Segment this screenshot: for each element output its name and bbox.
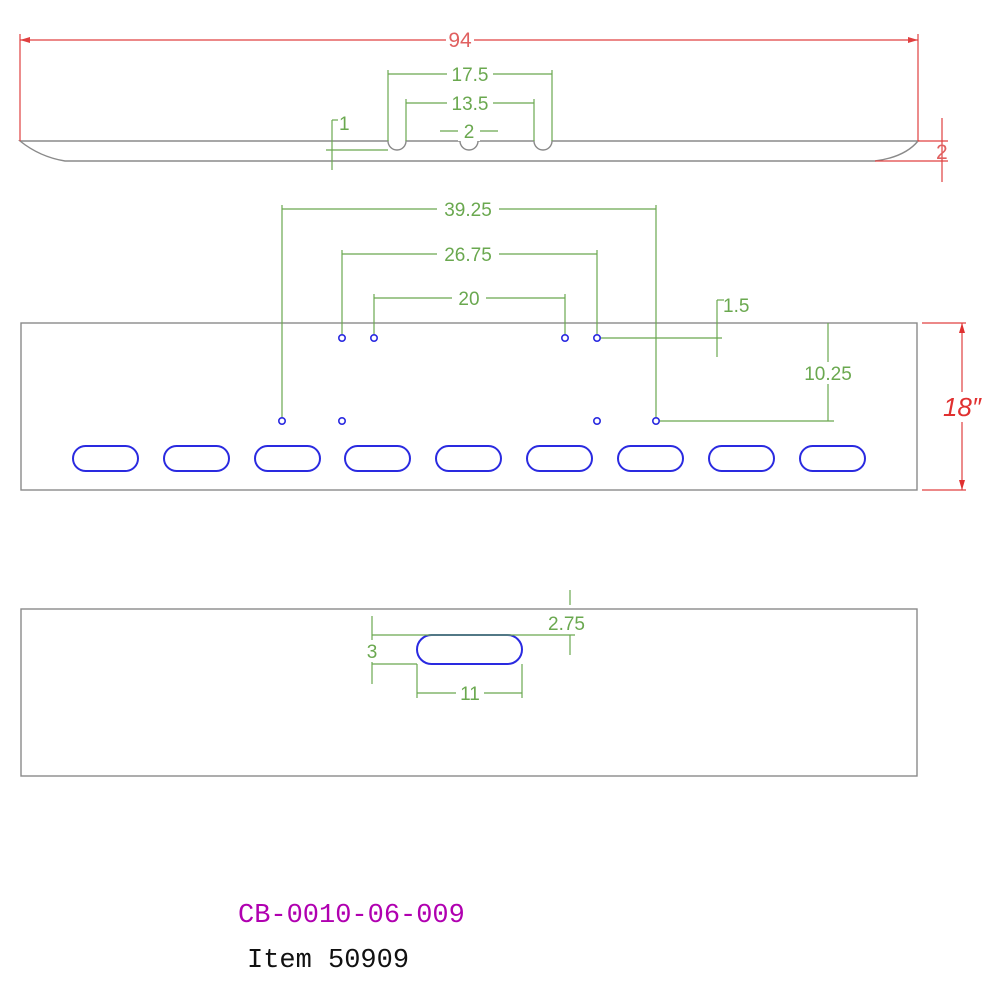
mounting-hole bbox=[277, 416, 286, 425]
arrow-right bbox=[908, 37, 918, 43]
top-view-profile bbox=[18, 140, 920, 162]
slot-top-offset-label: 2.75 bbox=[548, 614, 585, 635]
outer-holes-spacing-label: 39.25 bbox=[444, 200, 492, 221]
notch-width-label: 2 bbox=[464, 122, 475, 143]
light-slot bbox=[708, 445, 775, 472]
light-slot bbox=[254, 445, 321, 472]
arrow-down bbox=[959, 480, 965, 490]
notch-outer-spacing-label: 17.5 bbox=[452, 65, 489, 86]
light-slot bbox=[72, 445, 139, 472]
hole-row-vertical-spacing-label: 10.25 bbox=[804, 364, 852, 385]
title-block: CB-0010-06-009 Item 50909 bbox=[238, 901, 465, 976]
front-view-panel bbox=[20, 322, 918, 491]
notch-inner-spacing-label: 13.5 bbox=[452, 94, 489, 115]
arrow-left bbox=[20, 37, 30, 43]
item-number: Item 50909 bbox=[247, 946, 409, 976]
mounting-hole bbox=[592, 416, 601, 425]
mounting-hole bbox=[651, 416, 660, 425]
mounting-hole bbox=[369, 333, 378, 342]
panel-height-label: 18″ bbox=[943, 392, 982, 422]
light-slot bbox=[163, 445, 230, 472]
detail-view-panel bbox=[20, 608, 918, 777]
mounting-hole bbox=[560, 333, 569, 342]
notch-depth-label: 1 bbox=[339, 114, 350, 135]
light-slot bbox=[799, 445, 866, 472]
top-view: 94 2 17.5 13.5 2 1 bbox=[18, 29, 948, 182]
mounting-hole bbox=[337, 416, 346, 425]
upper-holes-outer-spacing-label: 26.75 bbox=[444, 245, 492, 266]
slot-height-label: 3 bbox=[367, 642, 378, 663]
mounting-hole bbox=[592, 333, 601, 342]
detail-slot bbox=[416, 634, 523, 665]
arrow-up bbox=[959, 323, 965, 333]
light-slot bbox=[617, 445, 684, 472]
part-number: CB-0010-06-009 bbox=[238, 901, 465, 931]
overall-width-label: 94 bbox=[448, 29, 472, 52]
height-label: 2 bbox=[936, 141, 948, 164]
upper-holes-inner-spacing-label: 20 bbox=[458, 289, 479, 310]
mounting-hole bbox=[337, 333, 346, 342]
detail-view: 2.75 3 11 bbox=[20, 590, 918, 777]
front-view: 39.25 26.75 20 1.5 10.25 18″ bbox=[20, 199, 992, 491]
light-slot bbox=[526, 445, 593, 472]
slot-length-label: 11 bbox=[460, 684, 480, 705]
light-slot bbox=[435, 445, 502, 472]
light-slot bbox=[344, 445, 411, 472]
top-hole-offset-label: 1.5 bbox=[723, 296, 749, 317]
